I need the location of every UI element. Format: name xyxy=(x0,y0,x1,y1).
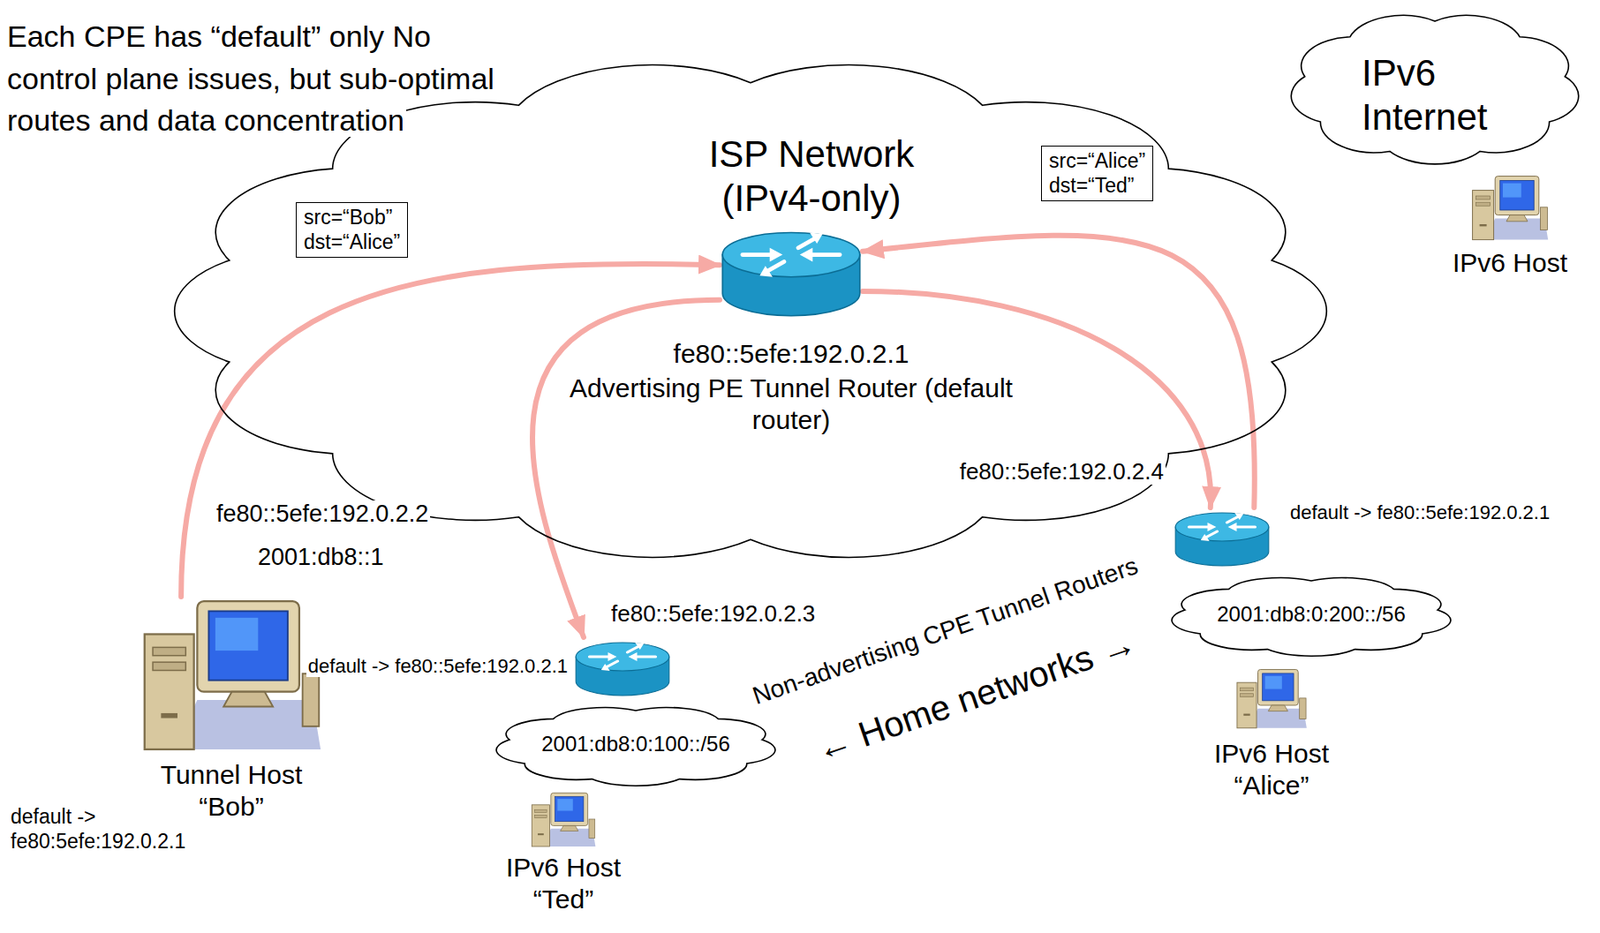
note-text: Each CPE has “default” only No control p… xyxy=(5,19,497,137)
packet-header-box: src=“Bob” dst=“Alice” xyxy=(295,202,408,258)
text-holder: IPv6 Host “Alice” xyxy=(1200,738,1343,802)
home-network-cloud: 2001:db8:0:100::/56 xyxy=(490,701,782,791)
text-holder: IPv6 Host “Ted” xyxy=(492,852,634,916)
node-text: IPv6 Host “Ted” xyxy=(504,852,623,914)
text-holder: IPv6 Host xyxy=(1439,247,1581,280)
edge-label: src=“Alice” dst=“Ted” xyxy=(1047,149,1148,197)
node-text: fe80::5efe:192.0.2.1 xyxy=(671,339,912,369)
text-holder: ← Home networks → xyxy=(808,620,1144,771)
edge-label: src=“Bob” dst=“Alice” xyxy=(301,205,402,254)
node-text: default -> fe80::5efe:192.0.2.1 xyxy=(1288,501,1552,524)
route-label: default -> fe80:5efe:192.0.2.1 xyxy=(8,805,188,853)
text-holder: Tunnel Host “Bob” xyxy=(147,759,316,823)
node-text: ISP Network (IPv4-only) xyxy=(707,133,917,219)
ipv6-host: IPv6 Host xyxy=(1461,174,1559,242)
node-text: 2001:db8:0:100::/56 xyxy=(539,732,733,756)
text-holder: fe80::5efe:192.0.2.1 xyxy=(658,338,924,370)
ipv6-host: IPv6 Host “Alice” xyxy=(1231,668,1312,731)
computer-icon xyxy=(1231,668,1312,731)
text-holder: ISP Network (IPv4-only) xyxy=(679,132,944,222)
text-holder: fe80::5efe:192.0.2.4 xyxy=(900,458,1166,486)
text-holder: 2001:db8:0:100::/56 xyxy=(490,732,782,758)
ipv6-host: IPv6 Host “Ted” xyxy=(528,792,599,849)
text-holder: 2001:db8:0:200::/56 xyxy=(1165,602,1457,628)
route-arrow xyxy=(181,264,720,597)
tunnel-host: Tunnel Host “Bob” xyxy=(141,596,323,756)
text-holder: 2001:db8::1 xyxy=(256,543,433,572)
text-holder: Advertising PE Tunnel Router (default ro… xyxy=(561,372,1021,437)
cpe-tunnel-router: fe80::5efe:192.0.2.3default -> fe80::5ef… xyxy=(573,637,672,700)
node-text: fe80::5efe:192.0.2.3 xyxy=(609,600,817,627)
text-holder: fe80::5efe:192.0.2.3 xyxy=(609,600,875,628)
computer-icon xyxy=(528,792,599,849)
packet-header-box: src=“Alice” dst=“Ted” xyxy=(1041,145,1154,202)
node-text: Tunnel Host “Bob” xyxy=(158,760,305,822)
node-text: IPv6 Host “Alice” xyxy=(1212,739,1331,800)
node-text: IPv6 Host xyxy=(1450,248,1570,278)
text-holder: default -> fe80::5efe:192.0.2.1 xyxy=(1288,501,1554,525)
node-text: default -> fe80::5efe:192.0.2.1 xyxy=(306,655,570,678)
router-icon xyxy=(1173,507,1271,570)
home-network-cloud: 2001:db8:0:200::/56 xyxy=(1165,572,1457,661)
router-icon xyxy=(573,637,672,700)
group-label: ← Home networks → xyxy=(808,622,1143,770)
pe-tunnel-router: fe80::5efe:192.0.2.1Advertising PE Tunne… xyxy=(719,224,863,322)
text-holder: default -> fe80:5efe:192.0.2.1 xyxy=(8,805,248,854)
address-label: 2001:db8::1 xyxy=(256,543,386,571)
node-text: 2001:db8:0:200::/56 xyxy=(1215,602,1408,627)
router-icon xyxy=(719,224,863,322)
computer-icon xyxy=(141,596,323,756)
text-holder: IPv6 Internet xyxy=(1359,51,1519,141)
address-label: fe80::5efe:192.0.2.2 xyxy=(214,500,431,528)
node-text: fe80::5efe:192.0.2.4 xyxy=(958,458,1166,485)
text-holder: fe80::5efe:192.0.2.2 xyxy=(214,499,506,529)
computer-icon xyxy=(1461,174,1559,242)
text-holder: Each CPE has “default” only No control p… xyxy=(5,15,500,143)
node-text: Advertising PE Tunnel Router (default ro… xyxy=(567,373,1015,435)
text-holder: default -> fe80::5efe:192.0.2.1 xyxy=(304,655,570,679)
ipv6-internet-cloud: IPv6 Internet xyxy=(1284,4,1585,173)
node-text: IPv6 Internet xyxy=(1359,52,1489,138)
cpe-tunnel-router: fe80::5efe:192.0.2.4default -> fe80::5ef… xyxy=(1173,507,1271,570)
route-arrow xyxy=(862,235,1255,508)
